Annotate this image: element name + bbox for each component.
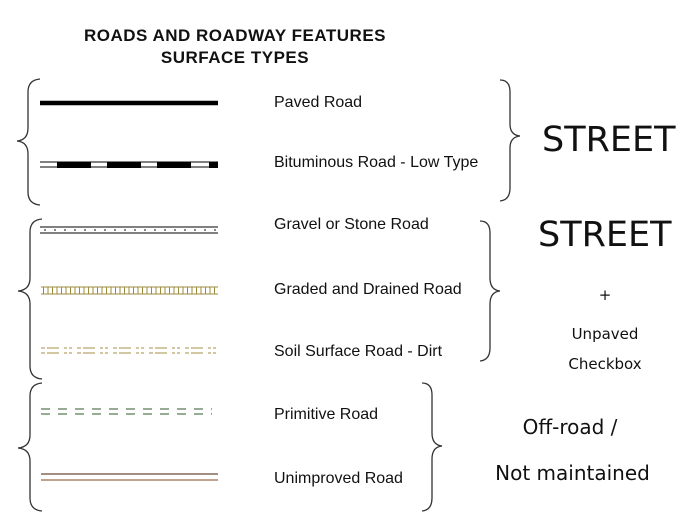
- label-graded-road: Graded and Drained Road: [274, 281, 462, 298]
- graded-road-symbol: [41, 286, 218, 295]
- plus-sign: +: [598, 286, 612, 304]
- title-line-1: ROADS AND ROADWAY FEATURES: [83, 26, 387, 45]
- bituminous-road-symbol: [40, 161, 218, 168]
- left-brace-street: [16, 78, 41, 206]
- checkbox-text: Checkbox: [568, 355, 642, 373]
- title-line-2: SURFACE TYPES: [160, 48, 310, 67]
- left-brace-offroad: [17, 382, 43, 512]
- right-brace-offroad: [421, 382, 443, 512]
- label-gravel-road: Gravel or Stone Road: [274, 216, 429, 233]
- gravel-road-symbol: [40, 226, 218, 234]
- soil-road-symbol: [41, 347, 218, 354]
- label-unimproved-road: Unimproved Road: [274, 470, 403, 487]
- unimproved-road-symbol: [41, 473, 218, 481]
- right-brace-street: [499, 79, 521, 202]
- left-brace-unpaved: [17, 218, 43, 380]
- label-paved-road: Paved Road: [274, 94, 363, 111]
- group-street-unpaved: STREET: [538, 215, 672, 255]
- group-street: STREET: [542, 120, 676, 160]
- label-primitive-road: Primitive Road: [274, 406, 379, 423]
- unpaved-text: Unpaved: [571, 325, 639, 343]
- right-brace-unpaved: [479, 220, 501, 362]
- offroad-line-1: Off-road /: [522, 415, 618, 439]
- primitive-road-symbol: [41, 408, 212, 415]
- label-soil-road: Soil Surface Road - Dirt: [274, 343, 443, 360]
- label-bituminous-road: Bituminous Road - Low Type: [274, 154, 479, 171]
- offroad-line-2: Not maintained: [495, 461, 650, 485]
